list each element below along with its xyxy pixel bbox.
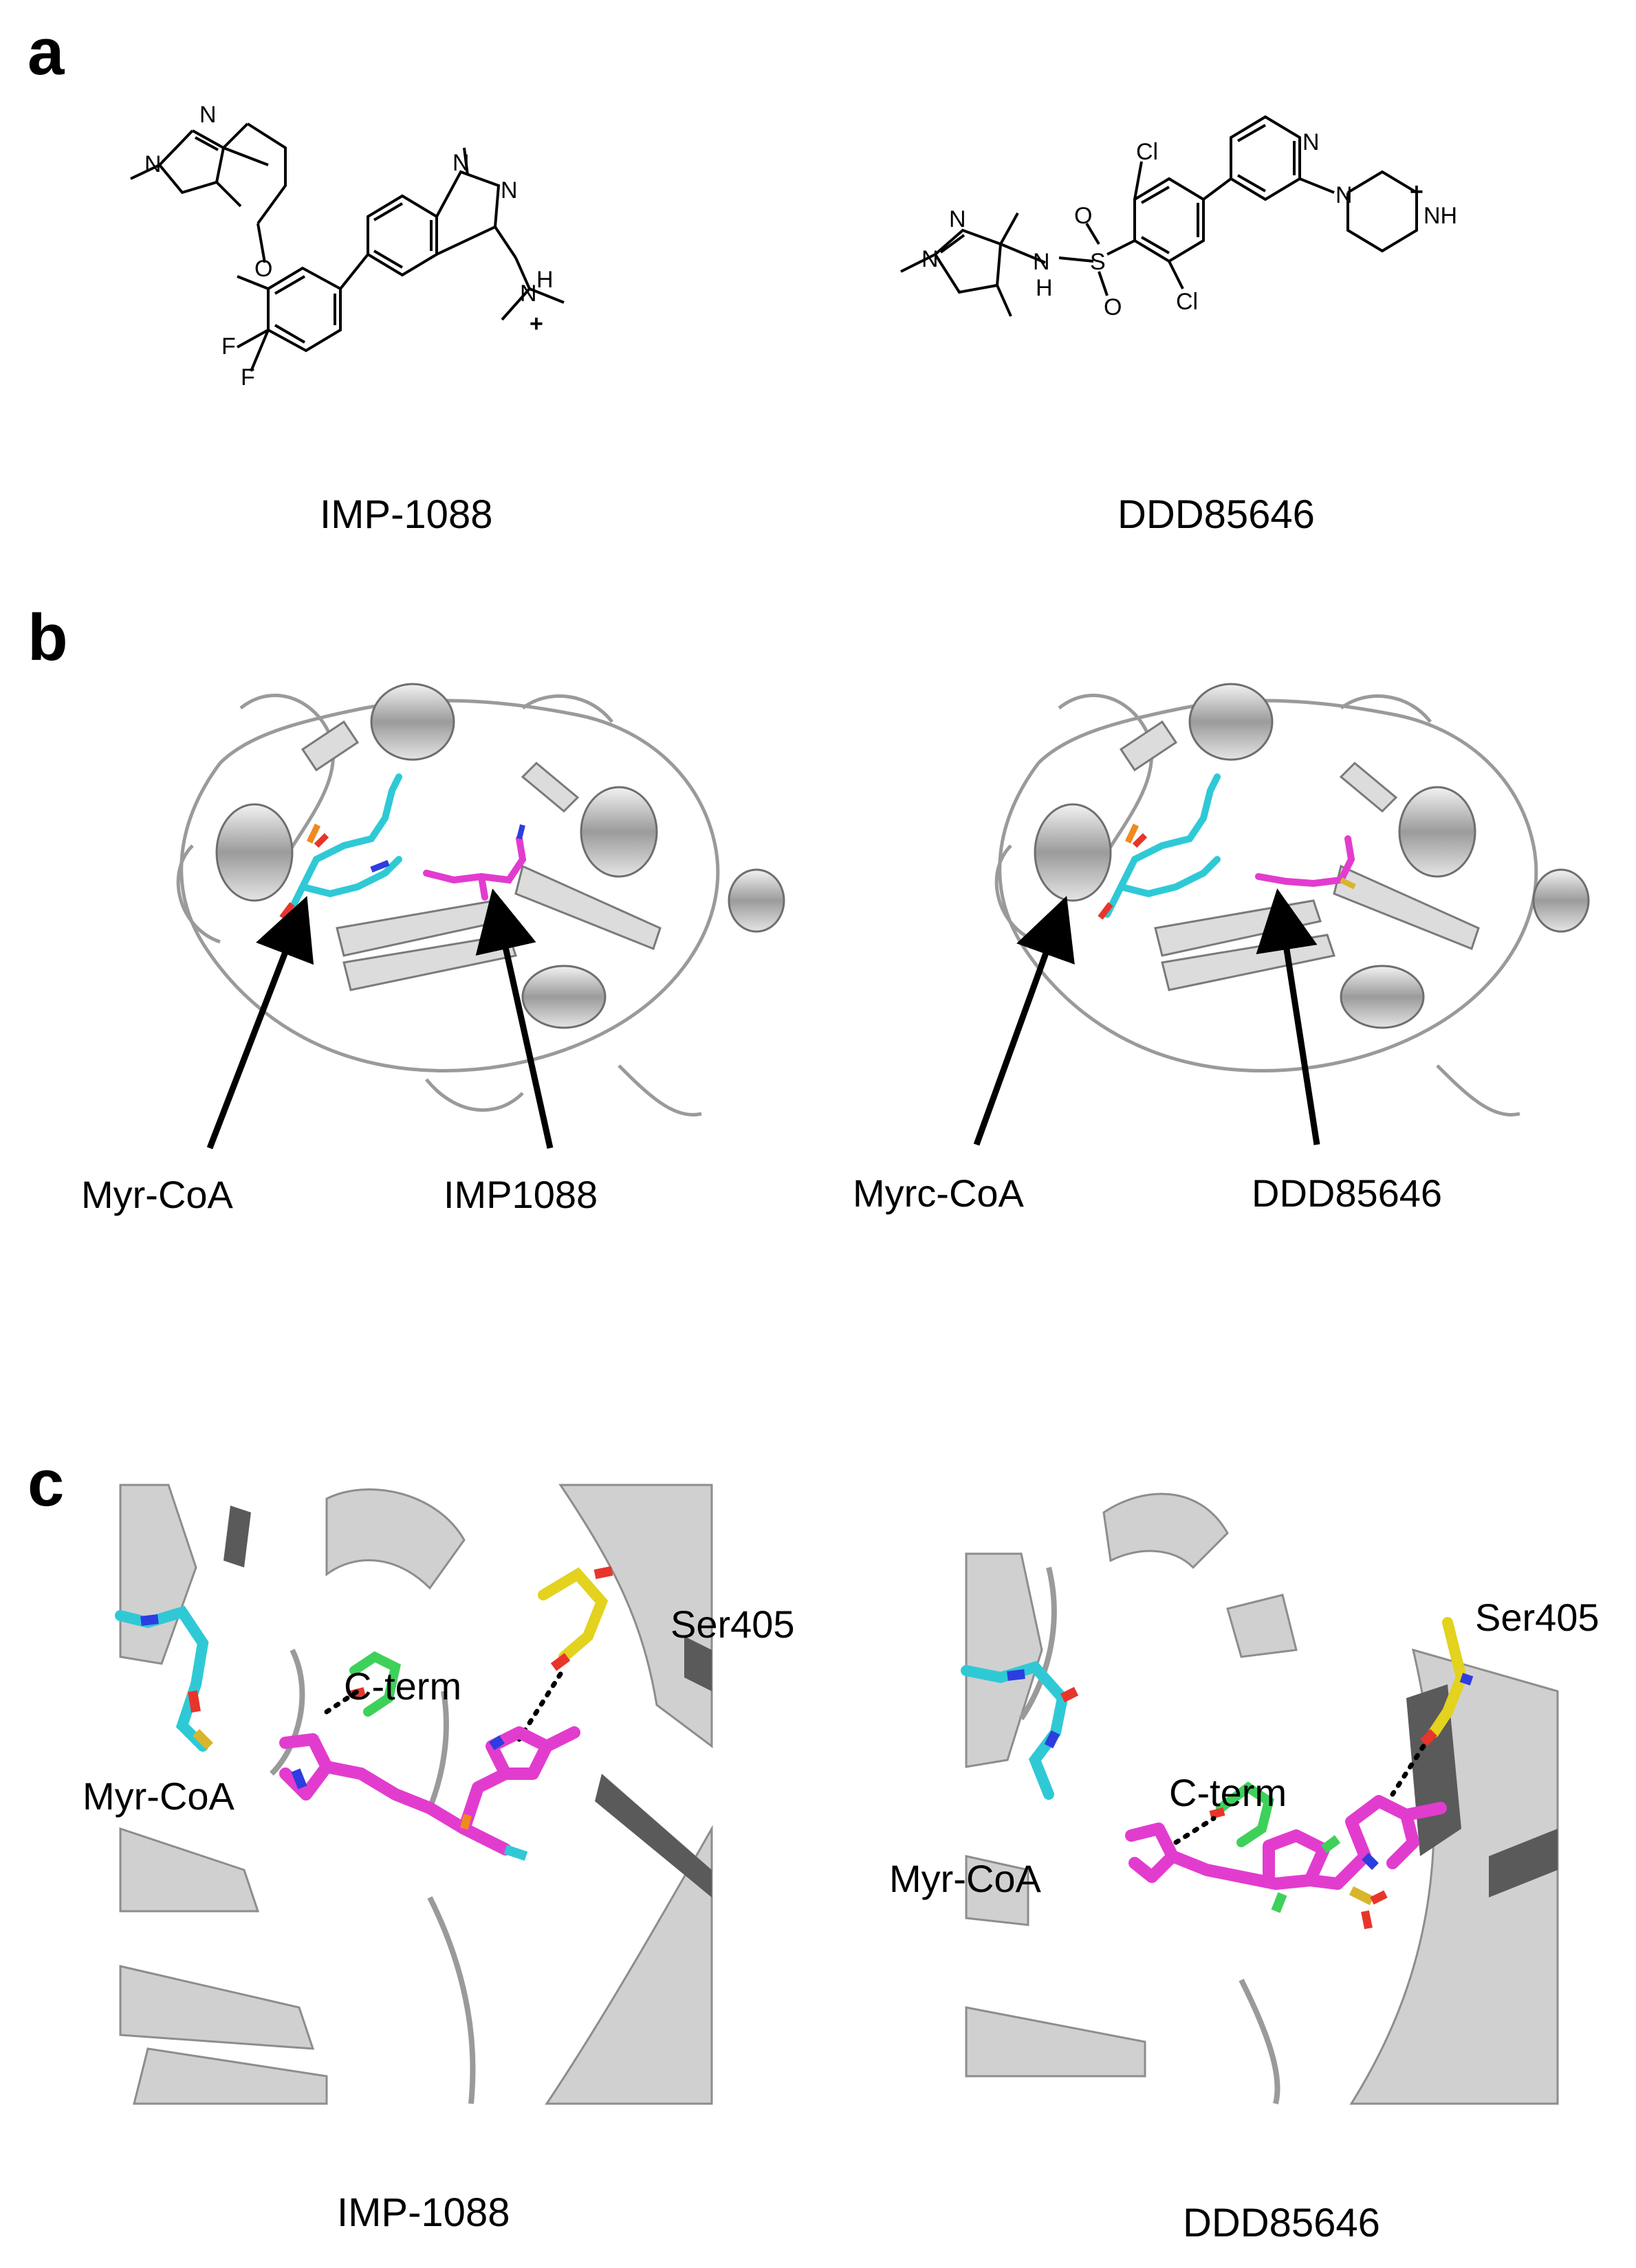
caption-ddd85646: DDD85646 (1117, 492, 1315, 537)
atom-o: O (1074, 203, 1092, 229)
caption-c-ddd85646: DDD85646 (1183, 2201, 1380, 2245)
arrow-ddd85646 (1256, 888, 1320, 1145)
atom-n: N (452, 150, 470, 176)
label-myr-coa: Myr-CoA (81, 1173, 233, 1216)
caption-imp1088: IMP-1088 (320, 492, 493, 537)
atom-n: N (1302, 129, 1320, 155)
atom-o: O (254, 256, 272, 282)
label-ser405-right: Ser405 (1475, 1596, 1600, 1639)
ddd85646-structure: N N N H S O O Cl Cl N N NH + (900, 115, 1457, 320)
panel-letter-b: b (28, 601, 68, 674)
panel-letter-c: c (28, 1446, 65, 1520)
closeup-ddd85646 (961, 1471, 1559, 2105)
atom-f: F (221, 333, 236, 360)
arrow-myr-coa-left (206, 896, 314, 1149)
atom-h: H (536, 267, 554, 293)
imp1088-structure: N N O F F N N N H + (130, 102, 565, 390)
label-cterm-left: C-term (344, 1664, 462, 1708)
label-cterm-right: C-term (1169, 1771, 1287, 1814)
atom-n: N (1335, 182, 1353, 208)
atom-n: N (1033, 249, 1050, 275)
atom-nh: NH (1424, 203, 1457, 229)
atom-o: O (1104, 294, 1122, 320)
caption-c-imp1088: IMP-1088 (337, 2190, 510, 2235)
atom-n: N (144, 151, 162, 177)
charge-plus: + (1410, 179, 1424, 205)
label-imp1088: IMP1088 (444, 1173, 598, 1216)
atom-n: N (199, 102, 217, 128)
arrow-myrc-coa-right (973, 896, 1075, 1146)
atom-n: N (501, 177, 518, 203)
atom-n: N (921, 246, 939, 272)
panel-letter-a: a (28, 15, 65, 89)
atom-cl: Cl (1176, 289, 1198, 315)
atom-n: N (949, 206, 966, 232)
label-myr-coa-c-right: Myr-CoA (889, 1857, 1041, 1900)
label-myrc-coa: Myrc-CoA (853, 1171, 1024, 1215)
atom-h: H (1036, 275, 1053, 301)
label-myr-coa-c-left: Myr-CoA (83, 1774, 235, 1818)
atom-f: F (241, 364, 255, 390)
atom-s: S (1090, 249, 1106, 275)
arrow-imp1088 (475, 888, 554, 1149)
atom-n: N (520, 280, 537, 307)
label-ddd85646: DDD85646 (1252, 1171, 1443, 1215)
closeup-imp1088 (115, 1484, 713, 2105)
protein-structure-imp1088 (176, 683, 785, 1116)
label-ser405-left: Ser405 (670, 1603, 795, 1646)
atom-cl: Cl (1136, 139, 1158, 165)
charge-plus: + (530, 311, 543, 337)
